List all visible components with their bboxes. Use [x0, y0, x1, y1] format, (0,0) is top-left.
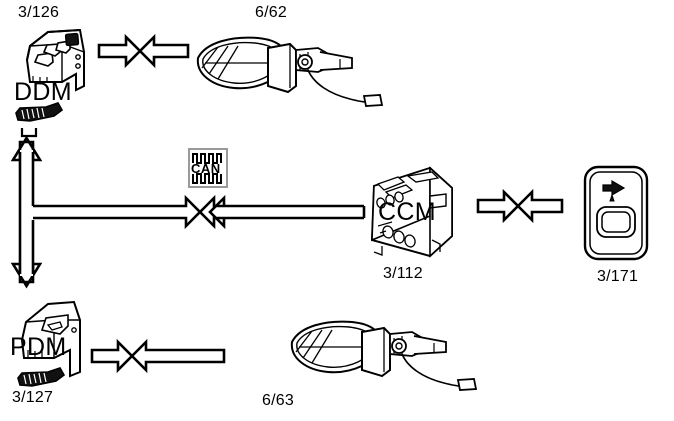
mirror-switch-icon [583, 165, 649, 261]
can-bus-backbone [10, 135, 366, 289]
ddm-module-icon [25, 28, 85, 92]
ccm-ref-label: 3/112 [383, 265, 423, 282]
ddm-connector-icon [15, 102, 64, 138]
arrow-ddm-to-mirror [97, 33, 190, 69]
pdm-ref-label: 3/127 [12, 389, 54, 406]
ccm-module-icon [370, 166, 453, 258]
pdm-connector-icon [17, 367, 66, 387]
pdm-module-label: PDM [10, 333, 67, 361]
right-mirror-icon [290, 320, 478, 391]
ddm-ref-label-top: 3/126 [18, 4, 60, 21]
ddm-module-label: DDM [14, 78, 72, 106]
arrow-pdm-to-mirror [90, 338, 226, 374]
arrow-ccm-to-switch [476, 188, 564, 224]
mirror-switch-ref-label: 3/171 [597, 268, 639, 285]
can-bus-icon [188, 148, 228, 188]
pdm-module-icon [20, 300, 81, 378]
can-bus-label: CAN [191, 161, 221, 176]
left-mirror-icon [196, 36, 384, 107]
right-mirror-ref-label: 6/63 [262, 392, 294, 409]
left-mirror-ref-label: 6/62 [255, 4, 287, 21]
ccm-module-label: CCM [378, 198, 436, 226]
